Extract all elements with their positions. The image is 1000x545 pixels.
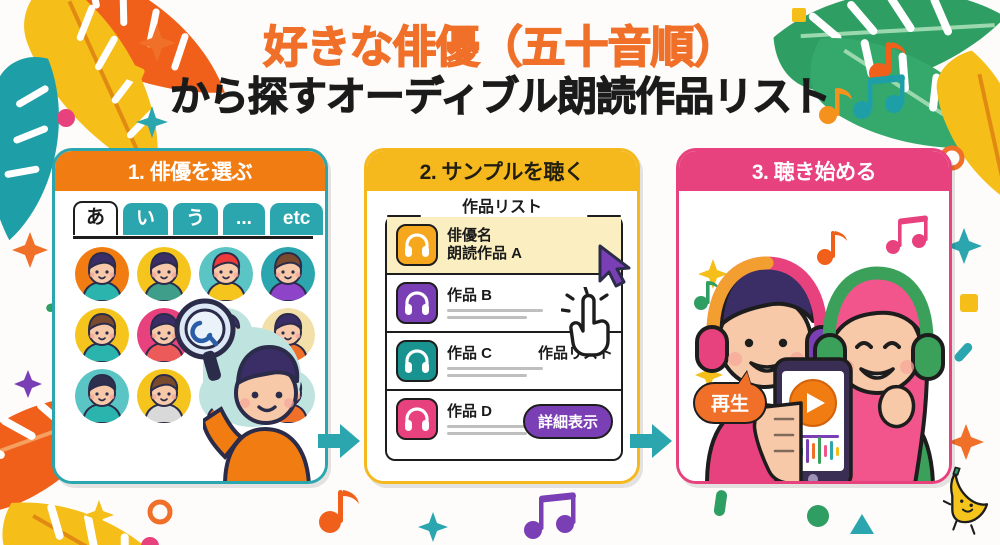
panel-3-header: 3. 聴き始める — [679, 151, 949, 191]
dot-pink-2 — [141, 537, 159, 545]
work-list-item-label: 作品 C — [447, 345, 493, 362]
ring-orange — [147, 499, 173, 525]
dot-green — [807, 505, 829, 527]
title-line-primary: 好きな俳優（五十音順） — [263, 22, 739, 72]
work-list-item-sublabel: 朗読作品 A — [447, 245, 523, 262]
work-list-title: 作品リスト — [453, 193, 551, 217]
headphones-icon — [396, 282, 438, 324]
work-list-item-meta-bar — [447, 425, 543, 428]
music-note-purple-bottom — [524, 492, 576, 539]
work-list-item[interactable]: 作品 D — [387, 391, 621, 447]
kana-tab-i[interactable]: い — [123, 203, 169, 235]
detail-view-button[interactable]: 詳細表示 — [522, 404, 613, 439]
panel-1-header: 1. 俳優を選ぶ — [55, 151, 325, 191]
tab-baseline — [73, 236, 313, 239]
work-list-item[interactable]: 俳優名朗読作品 A — [387, 217, 621, 275]
panel-step-2: 2. サンプルを聴く 作品リスト 俳優名朗読作品 A 作品 B 作品 C 作品 D 作… — [364, 148, 640, 484]
square-yellow-3 — [792, 8, 806, 22]
work-list-item-meta-bar — [447, 374, 527, 377]
panel-step-3: 3. 聴き始める — [676, 148, 952, 484]
kana-tab-more[interactable]: ... — [223, 203, 265, 235]
panel-1-body: あ い う ... etc — [55, 191, 325, 481]
page-title: 好きな俳優（五十音順） から探すオーディブル朗読作品リスト — [0, 22, 1000, 121]
actor-avatar[interactable] — [137, 369, 191, 423]
work-list-item-text: 作品 D — [447, 403, 612, 435]
hand-holding-phone — [752, 384, 916, 481]
work-list-item-text: 作品 B — [447, 287, 612, 319]
triangle-teal — [850, 514, 874, 534]
step-panels: 1. 俳優を選ぶ あ い う ... etc — [0, 148, 1000, 488]
actor-avatar[interactable] — [75, 369, 129, 423]
actor-avatar[interactable] — [137, 247, 191, 301]
listener-man — [695, 256, 839, 481]
arrow-step-1-to-2 — [316, 421, 362, 466]
headphones-icon — [396, 224, 438, 266]
panel-3-body: 再生 — [679, 191, 949, 481]
magnifier-icon[interactable] — [171, 297, 245, 388]
work-list-item-label: 俳優名 — [447, 227, 493, 244]
title-line-secondary: から探すオーディブル朗読作品リスト — [169, 74, 831, 119]
work-list-item-text: 俳優名朗読作品 A — [447, 227, 612, 263]
headphones-icon — [396, 398, 438, 440]
work-list-item[interactable]: 作品 B — [387, 275, 621, 333]
kana-tab-u[interactable]: う — [173, 203, 219, 235]
actor-avatar[interactable] — [261, 247, 315, 301]
play-speech-bubble: 再生 — [693, 382, 768, 424]
work-list-item-meta-bar — [447, 309, 543, 312]
arrow-step-2-to-3 — [628, 421, 674, 466]
listeners-illustration: 再生 — [679, 191, 949, 481]
actor-avatar[interactable] — [199, 247, 253, 301]
work-list[interactable]: 俳優名朗読作品 A 作品 B 作品 C 作品 D — [387, 217, 621, 447]
work-list-item-label: 作品 D — [447, 403, 493, 420]
work-list-item-meta-bar — [447, 432, 527, 435]
work-list-item[interactable]: 作品 C — [387, 333, 621, 391]
kana-tab-etc[interactable]: etc — [269, 203, 324, 235]
work-list-item-label: 作品 B — [447, 287, 493, 304]
work-list-item-text: 作品 C — [447, 345, 612, 377]
tap-hand-icon — [560, 285, 623, 364]
actor-avatar[interactable] — [75, 247, 129, 301]
cursor-arrow-icon — [595, 243, 633, 294]
actor-avatar[interactable] — [75, 308, 129, 362]
searcher-illustration — [200, 317, 325, 481]
dash-green-2 — [713, 490, 728, 516]
work-list-item-meta-bar — [447, 367, 543, 370]
music-note-orange-bottom — [319, 490, 359, 533]
panel-step-1: 1. 俳優を選ぶ あ い う ... etc — [52, 148, 328, 484]
panel-2-header: 2. サンプルを聴く — [367, 151, 637, 191]
kana-tab-bar[interactable]: あ い う ... etc — [73, 201, 324, 235]
kana-tab-a[interactable]: あ — [73, 201, 119, 235]
work-list-item-meta-bar — [447, 316, 527, 319]
headphones-icon — [396, 340, 438, 382]
yellow-leaf-bottom — [2, 502, 186, 545]
